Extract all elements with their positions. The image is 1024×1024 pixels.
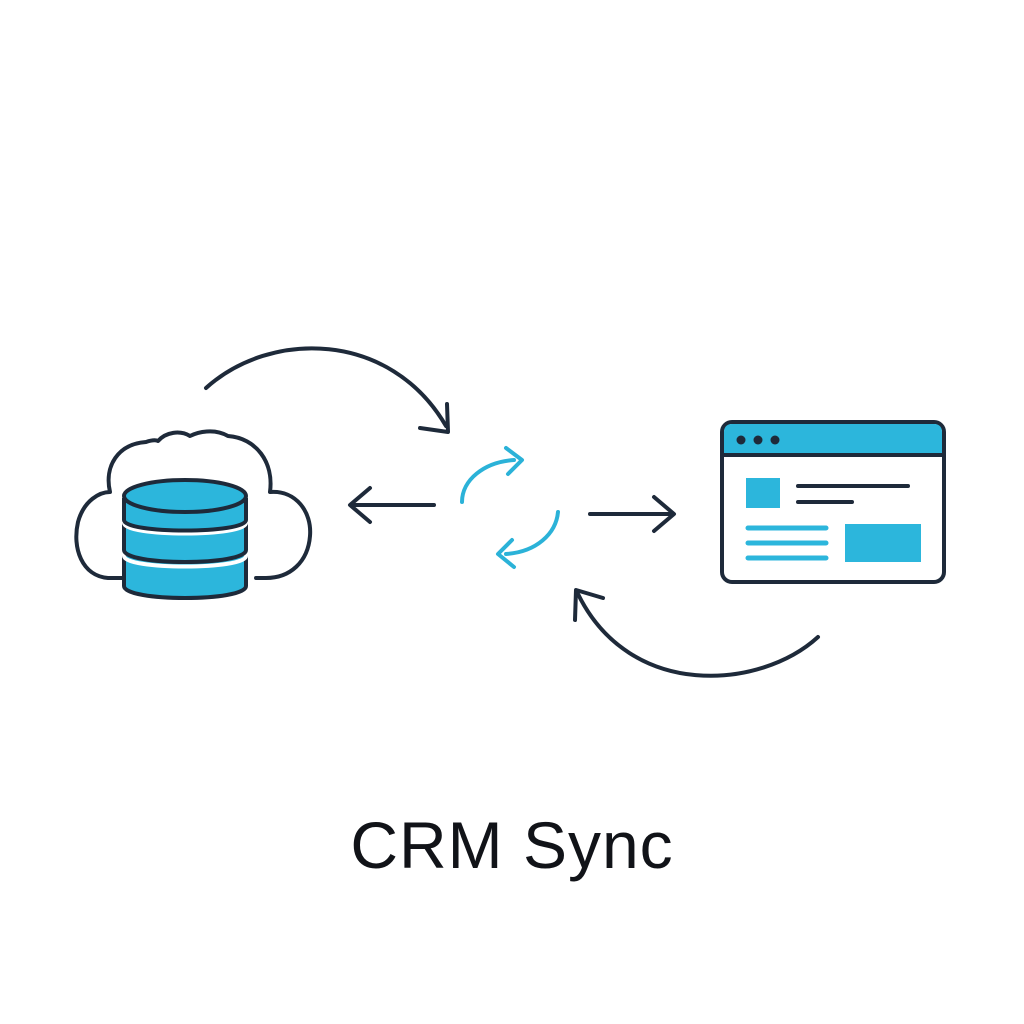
avatar-placeholder-icon	[746, 478, 780, 508]
diagram-caption: CRM Sync	[350, 808, 674, 882]
crm-app-window-icon	[720, 420, 946, 584]
window-dot-icon	[736, 435, 746, 445]
curved-arrow-bottom-icon	[573, 588, 820, 678]
content-block-icon	[845, 524, 921, 562]
arrow-left-icon	[348, 486, 436, 524]
cloud-database-icon	[74, 429, 313, 600]
sync-arrows-icon	[460, 446, 560, 569]
window-dot-icon	[770, 435, 780, 445]
curved-arrow-top-icon	[204, 346, 450, 434]
arrow-right-icon	[588, 495, 676, 533]
window-dot-icon	[753, 435, 763, 445]
